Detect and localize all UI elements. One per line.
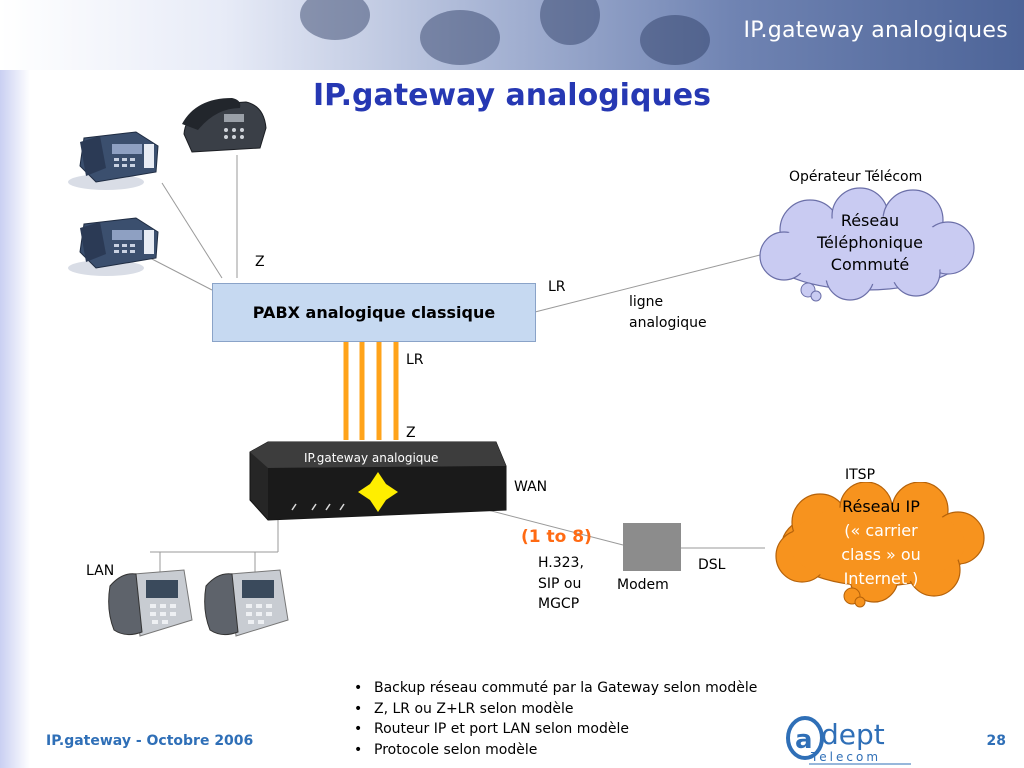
ligne-analogique-line: ligne: [629, 294, 664, 310]
modem-box: [623, 523, 681, 571]
footer-text: IP.gateway - Octobre 2006: [46, 733, 254, 749]
keypad-photo-shape: [300, 0, 370, 40]
pabx-label: PABX analogique classique: [252, 303, 496, 322]
lr-label: LR: [406, 352, 424, 368]
protocols-line: MGCP: [538, 596, 580, 612]
page-title: IP.gateway analogiques: [312, 78, 711, 113]
analog-phone-icon: [182, 98, 267, 153]
desk-phone-icon: [68, 131, 159, 190]
operator-label: Opérateur Télécom: [789, 169, 923, 185]
lan-label: LAN: [86, 563, 115, 579]
arrows-logo-icon: [358, 472, 398, 512]
bullet-item: Routeur IP et port LAN selon modèle: [352, 719, 757, 740]
svg-text:dept: dept: [821, 718, 885, 751]
ip-cloud-line: Internet ): [843, 569, 919, 588]
bullet-item: Protocole selon modèle: [352, 740, 757, 761]
pstn-cloud-line: Réseau: [840, 211, 900, 230]
one-to-eight-label: (1 to 8): [521, 527, 592, 547]
ip-cloud-text: Réseau IP (« carrier class » ou Internet…: [792, 495, 970, 591]
header-banner: IP.gateway analogiques: [0, 0, 1024, 70]
keypad-photo-shape: [640, 15, 710, 65]
ip-phone-icon: [204, 569, 289, 637]
keypad-photo-shape: [420, 10, 500, 65]
modem-label: Modem: [617, 577, 669, 593]
pabx-to-pstn-line: [534, 254, 761, 313]
ip-phone-icon: [108, 569, 193, 637]
header-title: IP.gateway analogiques: [743, 18, 1008, 43]
ip-cloud-line: (« carrier: [844, 521, 918, 540]
protocols-label: H.323, SIP ou MGCP: [538, 553, 584, 615]
bullet-item: Backup réseau commuté par la Gateway sel…: [352, 678, 757, 699]
dsl-label: DSL: [698, 557, 726, 573]
pabx-box: PABX analogique classique: [212, 283, 536, 342]
desk-phone-icon: [68, 217, 159, 276]
wan-label: WAN: [514, 479, 548, 495]
left-gradient-strip: [0, 0, 30, 768]
gateway-label: IP.gateway analogique: [304, 451, 439, 465]
bullet-list: Backup réseau commuté par la Gateway sel…: [352, 678, 757, 760]
protocols-line: SIP ou: [538, 575, 582, 592]
ligne-analogique-line: analogique: [629, 315, 707, 331]
z-label: Z: [255, 254, 265, 270]
svg-text:Telecom: Telecom: [810, 750, 881, 764]
ligne-analogique-label: ligne analogique: [629, 292, 707, 334]
pstn-cloud-line: Téléphonique: [817, 233, 923, 252]
gateway-device-icon: [249, 441, 507, 521]
page-number: 28: [986, 733, 1006, 749]
phone3-to-pabx-line: [149, 257, 213, 291]
gateway-to-modem-line: [479, 507, 624, 546]
pstn-cloud: [759, 187, 975, 302]
ip-cloud-line: class » ou: [841, 545, 921, 564]
bullet-item: Z, LR ou Z+LR selon modèle: [352, 699, 757, 720]
svg-text:a: a: [795, 725, 813, 755]
pstn-cloud-text: Réseau Téléphonique Commuté: [780, 210, 960, 276]
phone1-to-pabx-line: [161, 182, 223, 279]
protocols-line: H.323,: [538, 555, 584, 571]
pstn-cloud-line: Commuté: [830, 255, 910, 274]
z-label: Z: [406, 425, 416, 441]
adept-telecom-logo: a dept Telecom: [786, 716, 911, 765]
itsp-label: ITSP: [845, 467, 876, 483]
ip-cloud: [775, 482, 985, 608]
ip-cloud-line: Réseau IP: [842, 497, 920, 516]
lr-label: LR: [548, 279, 566, 295]
